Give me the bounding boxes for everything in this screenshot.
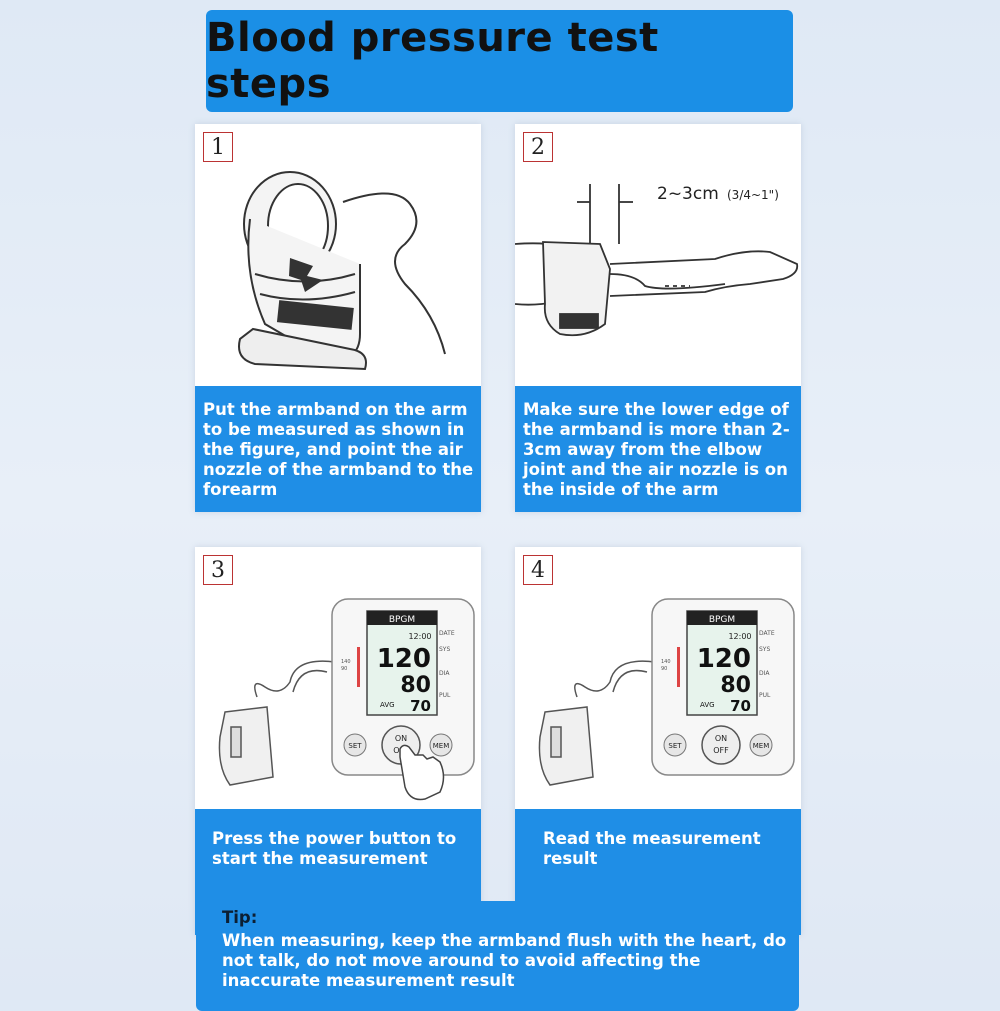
off-label: OFF bbox=[713, 746, 729, 755]
tip-box: Tip: When measuring, keep the armband fl… bbox=[196, 901, 799, 1011]
lcd-dia: 80 bbox=[720, 673, 751, 698]
finger-icon bbox=[399, 744, 445, 801]
label-dia: DIA bbox=[439, 670, 450, 677]
step-number: 3 bbox=[203, 555, 233, 585]
set-button[interactable]: SET bbox=[348, 742, 362, 750]
on-button[interactable]: ON bbox=[395, 734, 407, 743]
label-date: DATE bbox=[439, 630, 455, 637]
scale-top: 140 bbox=[661, 659, 671, 665]
monitor-illustration: BPGM 12:00 120 80 70 AVG DATE SYS DIA PU… bbox=[218, 598, 475, 801]
step-card-1: 1 Put the armband on the arm to be measu… bbox=[195, 124, 481, 512]
lcd-sys: 120 bbox=[697, 644, 751, 674]
label-sys: SYS bbox=[759, 646, 770, 653]
step-card-2: 2~3cm (3/4~1") 2 Make sure the lower edg… bbox=[515, 124, 801, 512]
measure-label: 2~3cm bbox=[657, 184, 719, 204]
label-pul: PUL bbox=[439, 692, 451, 699]
label-date: DATE bbox=[759, 630, 775, 637]
monitor-reading-illustration: BPGM 12:00 120 80 70 AVG DATE SYS DIA PU… bbox=[538, 598, 795, 786]
arm-position-illustration: 2~3cm (3/4~1") bbox=[515, 184, 799, 337]
step-number: 4 bbox=[523, 555, 553, 585]
title-banner: Blood pressure test steps bbox=[206, 10, 793, 112]
scale-top: 140 bbox=[341, 659, 351, 665]
lcd-avg: AVG bbox=[700, 701, 715, 709]
lcd-brand: BPGM bbox=[389, 615, 415, 625]
step-caption: Put the armband on the arm to be measure… bbox=[195, 386, 481, 512]
mem-button[interactable]: MEM bbox=[433, 742, 450, 750]
tip-title: Tip: bbox=[222, 908, 258, 927]
lcd-dia: 80 bbox=[400, 673, 431, 698]
lcd-time: 12:00 bbox=[408, 632, 431, 641]
label-sys: SYS bbox=[439, 646, 450, 653]
lcd-avg: AVG bbox=[380, 701, 395, 709]
on-button[interactable]: ON bbox=[715, 734, 727, 743]
step-number: 2 bbox=[523, 132, 553, 162]
label-pul: PUL bbox=[759, 692, 771, 699]
page-title: Blood pressure test steps bbox=[206, 15, 659, 107]
label-dia: DIA bbox=[759, 670, 770, 677]
lcd-time: 12:00 bbox=[728, 632, 751, 641]
step-caption: Make sure the lower edge of the armband … bbox=[515, 386, 801, 512]
lcd-pul: 70 bbox=[410, 697, 431, 715]
step-card-3: BPGM 12:00 120 80 70 AVG DATE SYS DIA PU… bbox=[195, 547, 481, 935]
measure-label-imperial: (3/4~1") bbox=[727, 188, 779, 202]
scale-bottom: 90 bbox=[661, 666, 667, 672]
set-button[interactable]: SET bbox=[668, 742, 682, 750]
mem-button[interactable]: MEM bbox=[753, 742, 770, 750]
lcd-brand: BPGM bbox=[709, 615, 735, 625]
step-number: 1 bbox=[203, 132, 233, 162]
tip-text: When measuring, keep the armband flush w… bbox=[222, 931, 787, 990]
step-card-4: BPGM 12:00 120 80 70 AVG DATE SYS DIA PU… bbox=[515, 547, 801, 935]
lcd-sys: 120 bbox=[377, 644, 431, 674]
scale-bottom: 90 bbox=[341, 666, 347, 672]
armband-illustration bbox=[238, 171, 446, 371]
lcd-pul: 70 bbox=[730, 697, 751, 715]
